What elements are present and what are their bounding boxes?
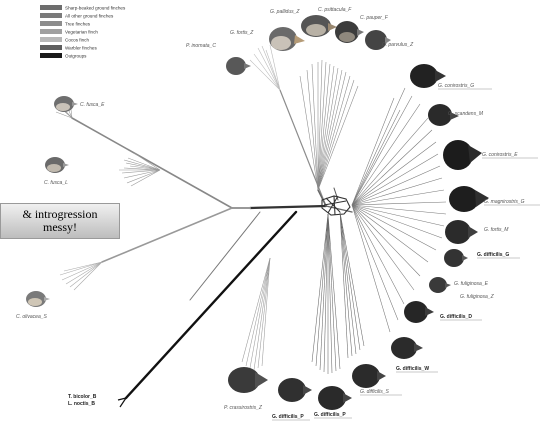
legend-label: Sharp-beaked ground finches: [65, 6, 126, 11]
finch-head-icon: [449, 186, 489, 212]
legend-swatch: [40, 5, 62, 10]
legend-label: Vegetarian finch: [65, 30, 98, 35]
finch-head-icon: [228, 367, 268, 393]
legend: Sharp-beaked ground finches All other gr…: [40, 5, 126, 59]
legend-label: Tree finches: [65, 22, 91, 27]
species-label: C. fusca_E: [80, 102, 105, 108]
finch-head-icon: [54, 96, 78, 112]
trunk-branch: [71, 117, 233, 209]
legend-swatch: [40, 29, 62, 34]
legend-swatch: [40, 45, 62, 50]
clade-ground-finches: [351, 87, 447, 333]
finch-head-icon: [301, 15, 337, 37]
finch-head-icon: [410, 64, 446, 88]
finch-head-icon: [444, 249, 468, 267]
trunk-branch: [248, 204, 328, 210]
species-label: G. conirostris_E: [482, 152, 518, 158]
species-label: P. inornata_C: [186, 43, 216, 49]
trunk-branch: [189, 211, 261, 301]
species-label: C. olivacea_S: [16, 314, 48, 320]
clade-outgroups: [117, 397, 127, 408]
finch-head-icon: [365, 30, 391, 50]
finch-heads: [26, 15, 489, 410]
legend-label: All other ground finches: [65, 14, 114, 19]
species-label: P. crassirostris_Z: [224, 405, 263, 411]
finch-head-icon: [352, 364, 386, 388]
clade-tree-finches: [299, 59, 359, 191]
species-label: G. scandens_M: [448, 111, 484, 117]
species-label: C. psittacula_F: [318, 7, 352, 13]
species-label: G. difficilis_W: [396, 366, 429, 372]
species-labels: G. pallidus_Z C. psittacula_F C. pauper_…: [16, 7, 525, 420]
callout-line-2: messy!: [43, 220, 77, 234]
species-label: G. conirostris_G: [438, 83, 474, 89]
callout-line-1: & introgression: [22, 207, 98, 221]
reticulation-network: [321, 195, 351, 216]
legend-label: Cocos finch: [65, 38, 89, 43]
tree-trunks: [71, 89, 353, 400]
species-label: G. fortis_Z: [230, 30, 254, 36]
clade-olivacea-s: [59, 261, 103, 291]
clade-sharp-beaked: [311, 211, 365, 374]
finch-head-icon: [26, 291, 50, 307]
legend-swatch: [40, 21, 62, 26]
clade-inornata: [249, 44, 281, 91]
finch-head-icon: [269, 27, 305, 51]
trunk-branch: [325, 205, 353, 213]
species-label: L. noctis_B: [68, 401, 95, 407]
species-label: G. fortis_M: [484, 227, 509, 233]
species-label: C. fusca_L: [44, 180, 68, 186]
species-label: G. pallidus_Z: [270, 9, 300, 15]
finch-head-icon: [318, 386, 352, 410]
clade-crassirostris: [241, 257, 271, 371]
trunk-branch: [317, 189, 327, 207]
species-label: G. magnirostris_G: [484, 199, 525, 205]
finch-head-icon: [278, 378, 312, 402]
legend-swatch: [40, 13, 62, 18]
species-label: G. difficilis_G: [477, 252, 509, 258]
species-label: G. fuliginosa_E: [454, 281, 489, 287]
trunk-branch: [124, 210, 298, 400]
callout-box: & introgression messy!: [0, 203, 120, 239]
finch-head-icon: [391, 337, 423, 359]
species-label: T. bicolor_B: [68, 394, 97, 400]
clade-fusca-l: [119, 152, 161, 187]
species-label: G. fuliginosa_Z: [460, 294, 495, 300]
network-loop: [321, 195, 351, 216]
network-edges: [323, 195, 347, 216]
legend-swatch: [40, 37, 62, 42]
species-label: G. difficilis_S: [360, 389, 390, 395]
species-label: G. difficilis_D: [440, 314, 472, 320]
trunk-branch: [101, 207, 233, 263]
finch-head-icon: [445, 220, 478, 244]
species-label: C. pauper_F: [360, 15, 389, 21]
finch-head-icon: [404, 301, 434, 323]
legend-label: Outgroups: [65, 54, 87, 59]
legend-swatch: [40, 53, 62, 58]
finch-head-icon: [45, 157, 69, 173]
finch-head-icon: [335, 21, 364, 43]
finch-head-icon: [226, 57, 251, 75]
finch-head-icon: [429, 277, 451, 293]
finch-head-icon: [443, 140, 482, 170]
finch-head-icon: [428, 104, 459, 126]
species-label: G. difficilis_P: [272, 414, 304, 420]
species-label: G. difficilis_P: [314, 412, 346, 418]
label-underlines: [272, 88, 540, 421]
species-label: C. parvulus_Z: [382, 42, 414, 48]
legend-label: Warbler finches: [65, 46, 97, 51]
